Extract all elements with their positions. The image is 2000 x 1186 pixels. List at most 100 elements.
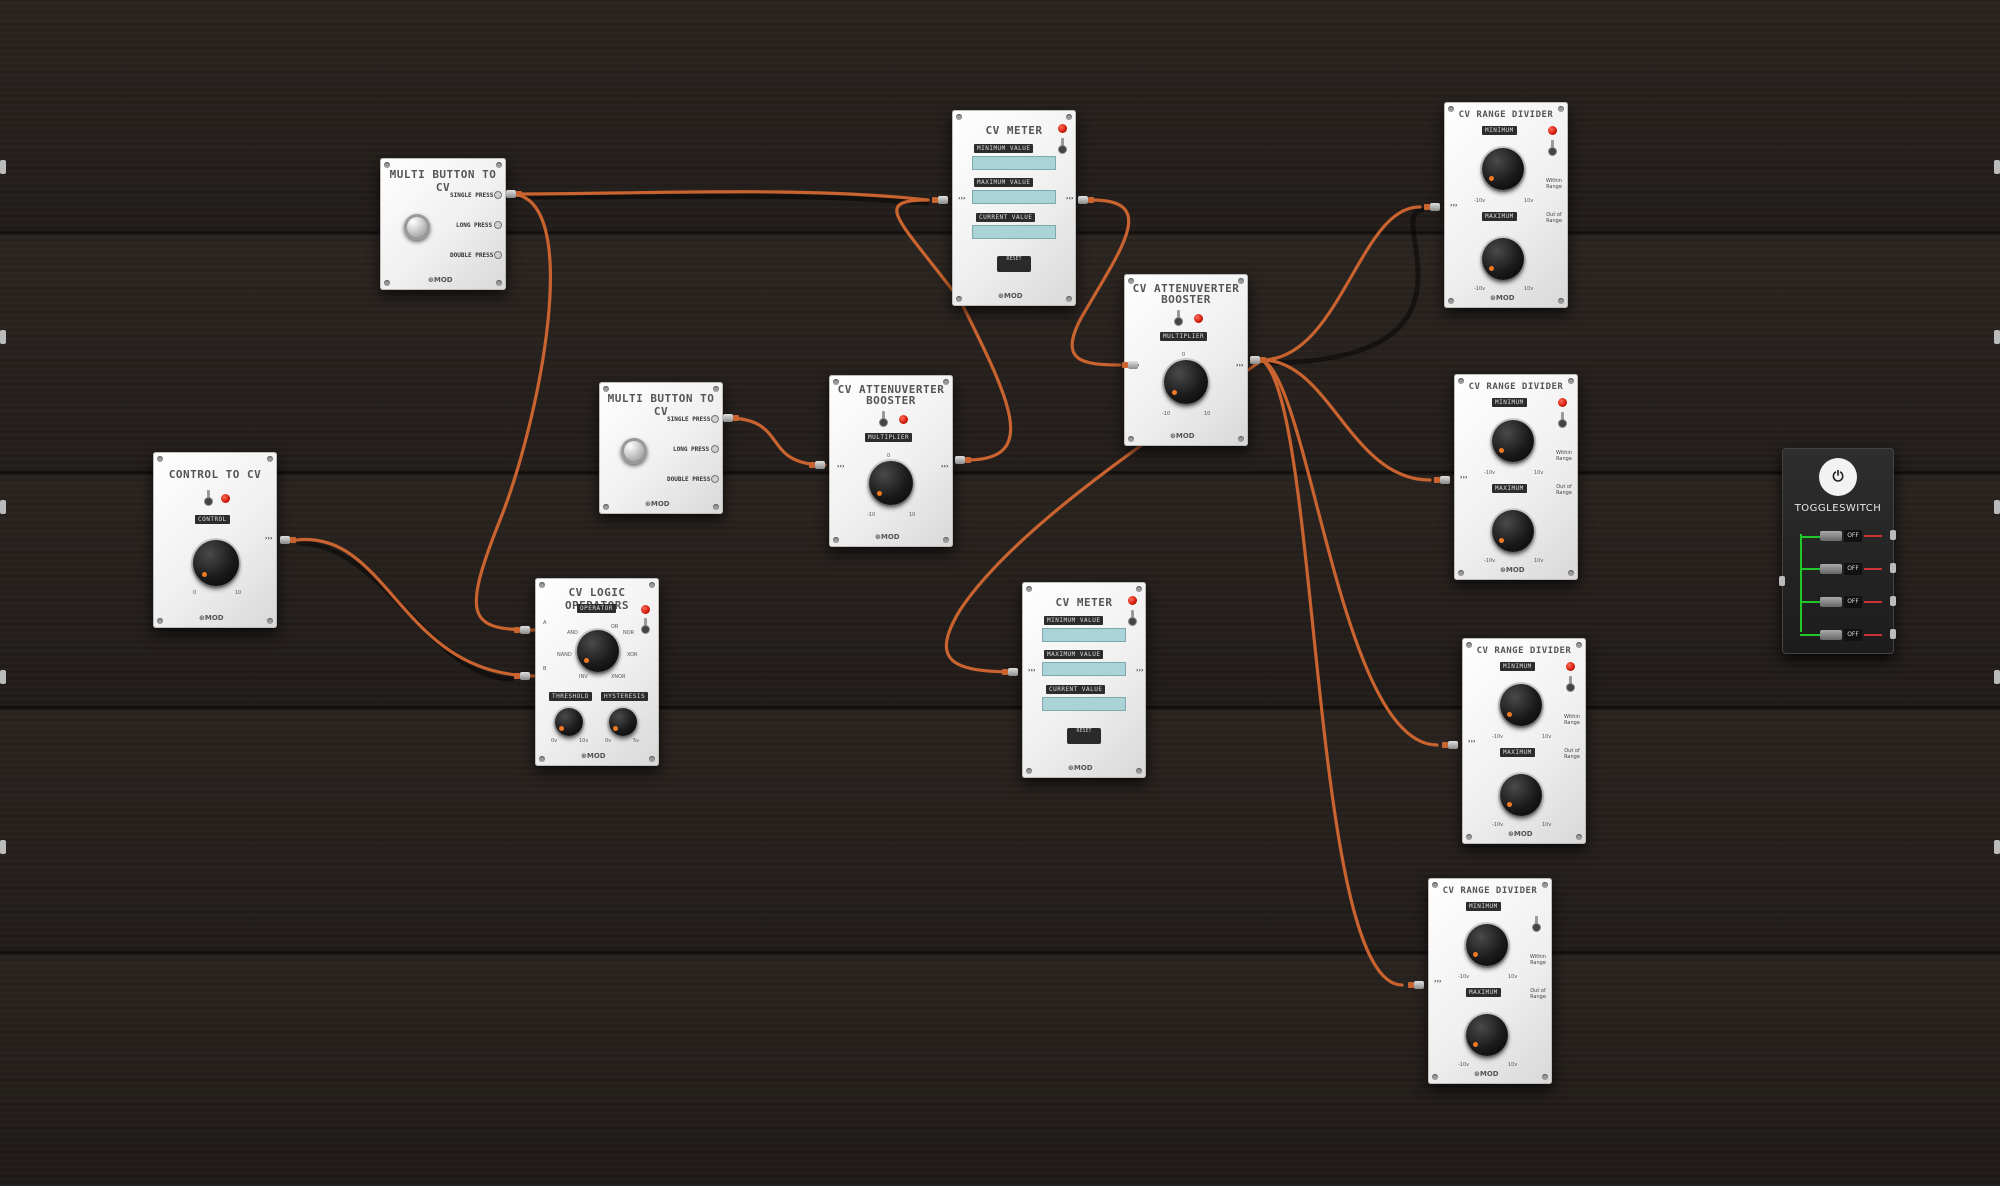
toggle-row-1[interactable]: OFF	[1820, 530, 1862, 542]
hysteresis-min: 0v	[605, 738, 612, 744]
maximum-knob[interactable]	[1466, 1014, 1508, 1056]
control-to-cv[interactable]: CONTROL TO CV CONTROL 0 10 ››› ⊛MOD	[153, 452, 277, 628]
minimum-label: MINIMUM	[1500, 662, 1535, 671]
toggle-output-port[interactable]	[1890, 530, 1896, 540]
cable-plug[interactable]	[1408, 981, 1424, 989]
footswitch[interactable]	[404, 214, 430, 240]
minimum-knob[interactable]	[1482, 148, 1524, 190]
hysteresis-knob[interactable]	[609, 708, 637, 736]
cv-attenuverter-booster-1[interactable]: CV ATTENUVERTER BOOSTER MULTIPLIER 0 -10…	[829, 375, 953, 547]
long-press-output[interactable]	[711, 445, 719, 453]
cv-range-divider-1[interactable]: CV RANGE DIVIDER MINIMUM -10v 10v MAXIMU…	[1444, 102, 1568, 308]
maximum-knob[interactable]	[1500, 774, 1542, 816]
cv-meter-2[interactable]: CV METER MINIMUM VALUE MAXIMUM VALUE CUR…	[1022, 582, 1146, 778]
reset-button[interactable]: RESET	[1067, 728, 1101, 744]
out-of-range-label: Out of Range	[1530, 988, 1546, 1000]
cv-meter-1[interactable]: CV METER MINIMUM VALUE MAXIMUM VALUE CUR…	[952, 110, 1076, 306]
long-press-output[interactable]	[494, 221, 502, 229]
bypass-toggle[interactable]	[641, 618, 650, 634]
multi-button-to-cv-2[interactable]: MULTI BUTTON TO CV SINGLE PRESS LONG PRE…	[599, 382, 723, 514]
toggle-output-port[interactable]	[1890, 596, 1896, 606]
max-knob-high: 10v	[1524, 286, 1534, 292]
multi-button-to-cv-1[interactable]: MULTI BUTTON TO CV SINGLE PRESS LONG PRE…	[380, 158, 506, 290]
threshold-min: 0v	[551, 738, 558, 744]
min-knob-low: -10v	[1458, 974, 1470, 980]
cable-plug[interactable]	[932, 196, 948, 204]
single-press-output[interactable]	[711, 415, 719, 423]
multiplier-knob[interactable]	[1164, 360, 1208, 404]
reset-button[interactable]: RESET	[997, 256, 1031, 272]
cable-plug[interactable]	[1122, 361, 1138, 369]
cable-plug[interactable]	[1250, 356, 1266, 364]
bypass-toggle[interactable]	[1128, 610, 1137, 626]
cv-range-divider-3[interactable]: CV RANGE DIVIDER MINIMUM -10v 10v MAXIMU…	[1462, 638, 1586, 844]
pedal-title: CV RANGE DIVIDER	[1476, 646, 1572, 656]
toggle-switch[interactable]	[1820, 597, 1842, 607]
threshold-max: 10v	[579, 738, 589, 744]
cable-plug[interactable]	[514, 672, 530, 680]
multiplier-knob[interactable]	[869, 461, 913, 505]
operator-knob[interactable]	[577, 630, 619, 672]
cable-plug[interactable]	[809, 461, 825, 469]
cv-range-divider-4[interactable]: CV RANGE DIVIDER MINIMUM -10v 10v MAXIMU…	[1428, 878, 1552, 1084]
toggleswitch-pedal[interactable]: ⏻ TOGGLESWITCH OFF OFF OFF OFF	[1779, 448, 1896, 654]
maximum-knob[interactable]	[1482, 238, 1524, 280]
right-edge-port	[1994, 330, 2000, 344]
cable-plug[interactable]	[1078, 196, 1094, 204]
control-knob[interactable]	[193, 540, 239, 586]
cable-plug[interactable]	[723, 414, 739, 422]
status-led	[1566, 662, 1575, 671]
bypass-toggle[interactable]	[204, 490, 213, 506]
maximum-value-display	[972, 190, 1056, 204]
hysteresis-max: 5v	[633, 738, 640, 744]
bypass-toggle[interactable]	[1058, 138, 1067, 154]
threshold-knob[interactable]	[555, 708, 583, 736]
mod-logo: ⊛MOD	[875, 533, 900, 541]
output-arrow-icon: ›››	[1136, 667, 1144, 674]
maximum-knob[interactable]	[1492, 510, 1534, 552]
single-press-output[interactable]	[494, 191, 502, 199]
cable-plug[interactable]	[506, 190, 522, 198]
toggle-output-port[interactable]	[1890, 563, 1896, 573]
cv-attenuverter-booster-2[interactable]: CV ATTENUVERTER BOOSTER MULTIPLIER 0 -10…	[1124, 274, 1248, 446]
minimum-knob[interactable]	[1492, 420, 1534, 462]
cable-plug[interactable]	[955, 456, 971, 464]
input-arrow-icon: ›››	[1434, 978, 1442, 985]
toggle-row-2[interactable]: OFF	[1820, 563, 1862, 575]
cable-plug[interactable]	[1424, 203, 1440, 211]
within-range-label: Within Range	[1530, 954, 1546, 966]
bypass-toggle[interactable]	[1548, 140, 1557, 156]
pedal-title: CV RANGE DIVIDER	[1468, 382, 1564, 392]
bypass-toggle[interactable]	[1558, 412, 1567, 428]
cable-plug[interactable]	[1434, 476, 1450, 484]
double-press-output[interactable]	[494, 251, 502, 259]
min-knob-low: -10v	[1492, 734, 1504, 740]
toggle-switch[interactable]	[1820, 630, 1842, 640]
minimum-knob[interactable]	[1466, 924, 1508, 966]
bypass-toggle[interactable]	[879, 411, 888, 427]
double-press-output[interactable]	[711, 475, 719, 483]
cable-plug[interactable]	[514, 626, 530, 634]
cable-plug[interactable]	[1442, 741, 1458, 749]
cable-plug[interactable]	[1002, 668, 1018, 676]
output-arrow-icon: ›››	[265, 535, 273, 542]
toggle-switch[interactable]	[1820, 564, 1842, 574]
toggle-row-3[interactable]: OFF	[1820, 596, 1862, 608]
bypass-toggle[interactable]	[1174, 310, 1183, 326]
bypass-toggle[interactable]	[1566, 676, 1575, 692]
minimum-knob[interactable]	[1500, 684, 1542, 726]
op-nand: NAND	[557, 652, 572, 658]
status-led	[1058, 124, 1067, 133]
bypass-toggle[interactable]	[1532, 916, 1541, 932]
toggle-input-port[interactable]	[1779, 576, 1785, 586]
cv-range-divider-2[interactable]: CV RANGE DIVIDER MINIMUM -10v 10v MAXIMU…	[1454, 374, 1578, 580]
toggle-row-4[interactable]: OFF	[1820, 629, 1862, 641]
toggle-output-port[interactable]	[1890, 629, 1896, 639]
footswitch[interactable]	[621, 438, 647, 464]
pedal-title: MULTI BUTTON TO CV	[607, 392, 715, 418]
minimum-value-label: MINIMUM VALUE	[1044, 616, 1104, 625]
cv-logic-operators[interactable]: CV LOGIC OPERATORS OPERATOR AND OR NOR N…	[535, 578, 659, 766]
toggle-switch[interactable]	[1820, 531, 1842, 541]
current-value-label: CURRENT VALUE	[976, 213, 1036, 222]
cable-plug[interactable]	[280, 536, 296, 544]
